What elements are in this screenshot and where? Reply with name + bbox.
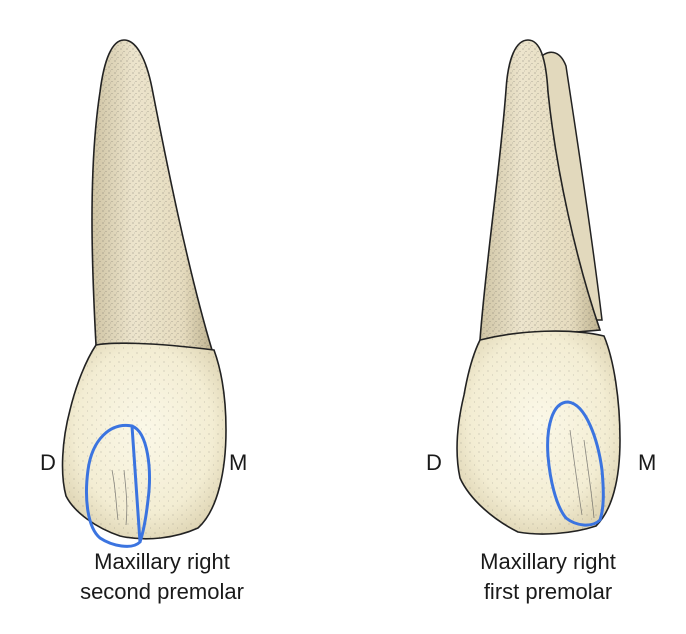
first-premolar-distal-label: D <box>426 450 442 475</box>
first-premolar-caption: Maxillary right first premolar <box>430 547 666 607</box>
first-premolar-caption-line1: Maxillary right <box>480 549 616 574</box>
second-premolar-caption-line2: second premolar <box>80 579 244 604</box>
first-premolar-tooth <box>456 39 621 535</box>
first-premolar-caption-line2: first premolar <box>483 579 613 604</box>
first-premolar-mesial-label: M <box>638 450 657 475</box>
second-premolar-mesial-label: M <box>229 450 248 475</box>
second-premolar-caption-line1: Maxillary right <box>94 549 230 574</box>
first-premolar-highlight-ring <box>546 400 605 527</box>
first-premolar-palatal-root <box>537 51 603 321</box>
second-premolar-caption: Maxillary right second premolar <box>44 547 280 607</box>
second-premolar-tooth <box>61 39 227 548</box>
second-premolar-highlight-ring <box>85 423 151 548</box>
second-premolar-distal-label: D <box>40 450 56 475</box>
